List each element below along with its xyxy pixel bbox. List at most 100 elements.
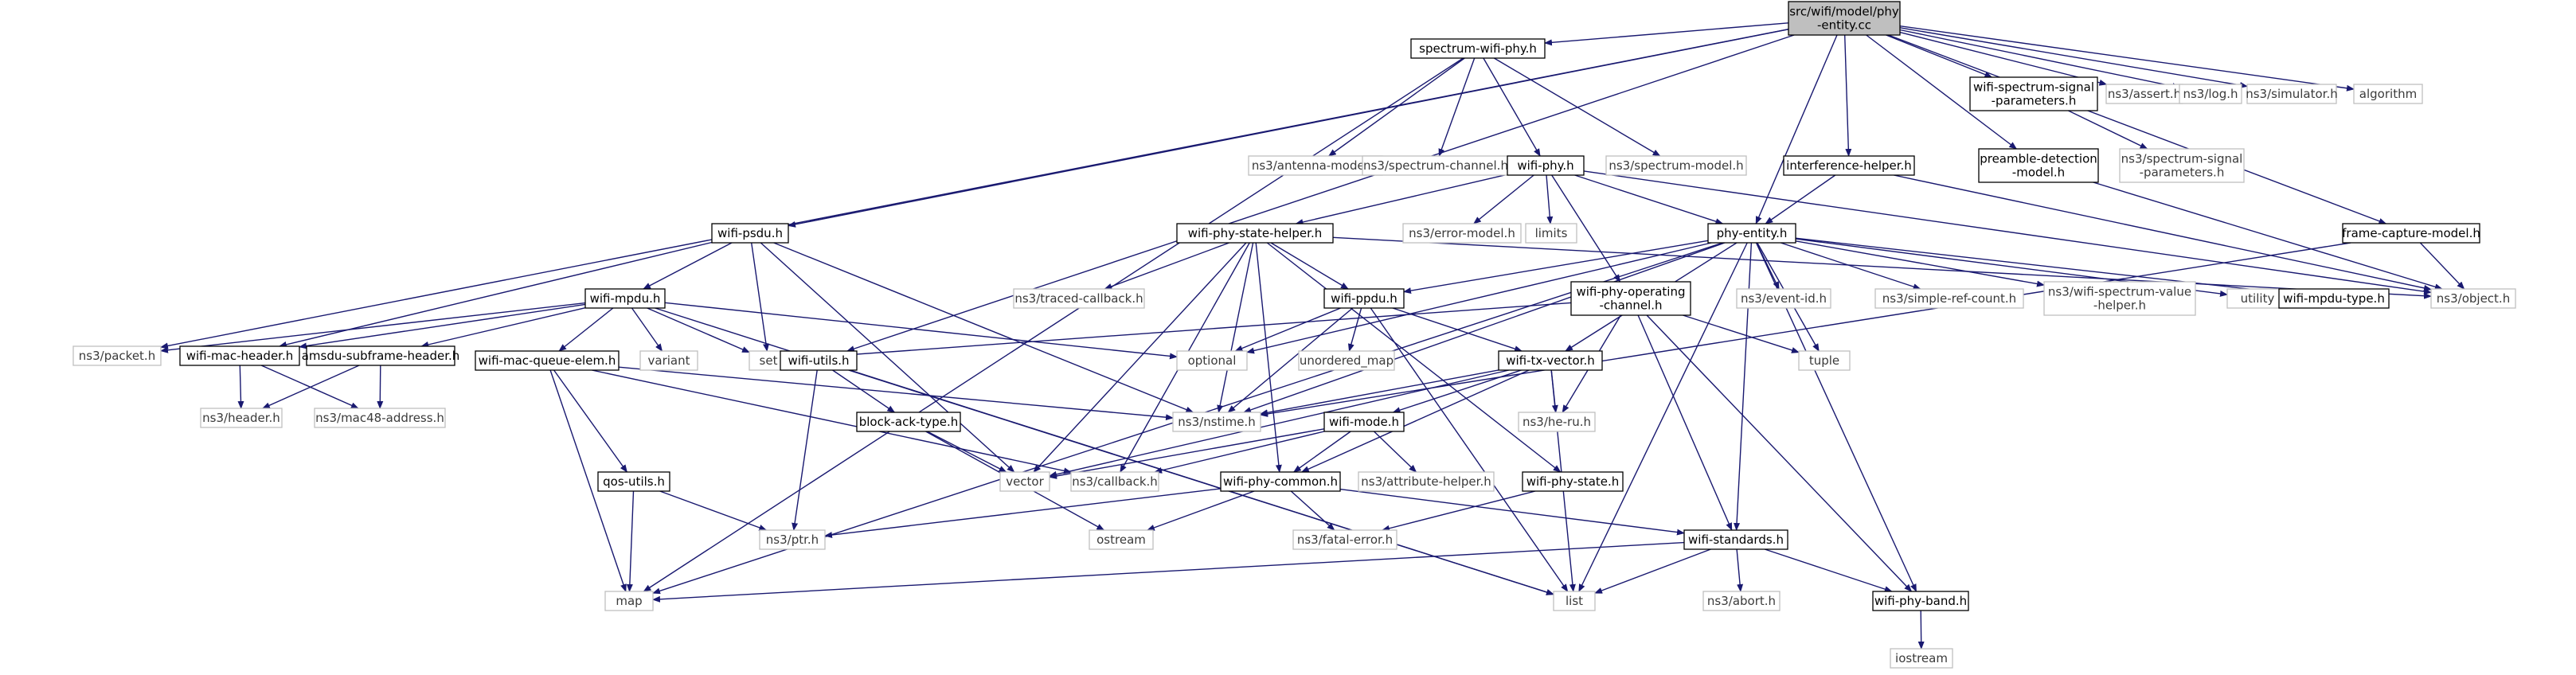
node-box — [1969, 76, 2098, 111]
node-spectrum-wifi-phy[interactable]: spectrum-wifi-phy.h — [1410, 38, 1546, 59]
edge-wifi_psdu-to-vector — [760, 242, 1015, 473]
edge-wifi_phy_state_helper-to-vector — [1033, 242, 1247, 473]
node-box — [856, 412, 961, 432]
node-box — [759, 529, 826, 550]
node-qos-utils[interactable]: qos-utils.h — [597, 471, 670, 492]
node-box — [475, 350, 620, 371]
edge-wifi_phy_state_helper-to-ns3_object — [1332, 236, 2432, 299]
node-block-ack-type[interactable]: block-ack-type.h — [856, 412, 961, 432]
node-ns3-object: ns3/object.h — [2430, 288, 2516, 309]
edge-wifi_mpdu-to-wifi_mac_queue_elem — [558, 307, 614, 352]
node-label: wifi-mac-queue-elem.h — [479, 353, 616, 368]
node-wifi-phy-operating-channel[interactable]: wifi-phy-operating-channel.h — [1570, 281, 1691, 316]
edge-wifi_ppdu-to-ns3_nstime — [1227, 307, 1354, 413]
edge-wifi_mac_queue_elem-to-ns3_nstime — [618, 366, 1174, 421]
edge-wifi_mac_queue_elem-to-ns3_callback — [592, 369, 1072, 474]
node-label: ns3/header.h — [202, 411, 280, 425]
node-box — [1702, 591, 1781, 611]
node-box — [1798, 350, 1851, 371]
edge-phy_entity-to-list — [1578, 242, 1748, 592]
node-label: ns3/log.h — [2183, 87, 2238, 101]
node-label: wifi-psdu.h — [717, 226, 783, 240]
node-ns3-abort: ns3/abort.h — [1702, 591, 1781, 611]
node-label: wifi-phy.h — [1517, 158, 1573, 173]
edge-qos_utils-to-ns3_ptr — [659, 490, 768, 531]
node-box — [2246, 84, 2337, 104]
node-box — [314, 408, 446, 428]
edge-qos_utils-to-map — [626, 490, 635, 592]
node-wifi-mpdu[interactable]: wifi-mpdu.h — [584, 288, 666, 309]
node-wifi-utils[interactable]: wifi-utils.h — [780, 350, 858, 371]
node-label: list — [1566, 594, 1583, 608]
node-amsdu-subframe-header[interactable]: amsdu-subframe-header.h — [302, 345, 460, 366]
edge-wifi_psdu-to-set — [751, 242, 769, 352]
node-wifi-phy-state[interactable]: wifi-phy-state.h — [1522, 471, 1624, 492]
node-label: variant — [648, 353, 690, 368]
node-box — [1176, 223, 1334, 244]
node-wifi-mac-header[interactable]: wifi-mac-header.h — [179, 345, 300, 366]
edge-spectrum_wifi_phy-to-ns3_spectrum_channel — [1438, 57, 1476, 157]
edge-wifi_mpdu-to-variant — [631, 307, 663, 352]
node-wifi-mpdu-type[interactable]: wifi-mpdu-type.h — [2278, 288, 2390, 309]
node-label: wifi-mpdu-type.h — [2283, 291, 2385, 306]
edge-root-to-spectrum_wifi_phy — [1544, 22, 1789, 46]
node-box — [1507, 155, 1585, 176]
node-label: wifi-phy-common.h — [1223, 474, 1338, 489]
node-wifi-phy-band[interactable]: wifi-phy-band.h — [1872, 591, 1969, 611]
node-limits: limits — [1525, 223, 1577, 244]
edge-wifi_mode-to-vector — [1049, 428, 1325, 479]
node-label: -channel.h — [1599, 298, 1662, 313]
edge-wifi_mac_queue_elem-to-qos_utils — [553, 369, 627, 473]
node-preamble-detection-model[interactable]: preamble-detection-model.h — [1978, 148, 2099, 183]
edge-phy_entity-to-optional — [1246, 242, 1712, 354]
node-box — [597, 471, 670, 492]
node-wifi-ppdu[interactable]: wifi-ppdu.h — [1323, 288, 1405, 309]
node-box — [1323, 288, 1405, 309]
node-box — [72, 345, 162, 366]
node-wifi-mac-queue-elem[interactable]: wifi-mac-queue-elem.h — [475, 350, 620, 371]
node-wifi-phy-common[interactable]: wifi-phy-common.h — [1220, 471, 1341, 492]
edge-wifi_ppdu-to-optional — [1234, 307, 1341, 352]
node-wifi-psdu[interactable]: wifi-psdu.h — [711, 223, 789, 244]
node-label: wifi-mode.h — [1329, 415, 1399, 429]
node-box — [2043, 281, 2196, 316]
node-wifi-standards[interactable]: wifi-standards.h — [1683, 529, 1788, 550]
edge-phy_entity-to-wifi_mpdu_type — [1795, 237, 2280, 295]
edge-wifi_phy_state_helper-to-wifi_ppdu — [1270, 242, 1349, 290]
node-wifi-phy[interactable]: wifi-phy.h — [1507, 155, 1585, 176]
edge-wifi_utils-to-list — [848, 369, 1554, 595]
node-box — [2430, 288, 2516, 309]
node-frame-capture-model[interactable]: frame-capture-model.h — [2342, 223, 2480, 244]
edge-phy_entity-to-ns3_nstime — [1243, 242, 1726, 413]
node-ns3-assert: ns3/assert.h — [2105, 84, 2183, 104]
node-wifi-phy-state-helper[interactable]: wifi-phy-state-helper.h — [1176, 223, 1334, 244]
node-box — [1683, 529, 1788, 550]
node-box — [1788, 1, 1901, 36]
node-box — [1176, 350, 1248, 371]
edge-wifi_standards-to-map — [652, 541, 1685, 603]
node-label: unordered_map — [1300, 353, 1394, 369]
node-ns3-spectrum-signal-params: ns3/spectrum-signal-parameters.h — [2119, 148, 2245, 183]
edge-phy_entity-to-wifi_ppdu — [1403, 240, 1709, 295]
node-box — [1070, 471, 1159, 492]
node-ns3-callback: ns3/callback.h — [1070, 471, 1159, 492]
node-box — [584, 288, 666, 309]
node-iostream: iostream — [1890, 648, 1953, 669]
node-wifi-spectrum-signal-params[interactable]: wifi-spectrum-signal-parameters.h — [1969, 76, 2098, 111]
edge-wifi_phy_operating_channel-to-set — [787, 302, 1572, 362]
node-ns3-error-model: ns3/error-model.h — [1402, 223, 1522, 244]
node-label: ostream — [1096, 533, 1146, 547]
node-phy-entity[interactable]: phy-entity.h — [1707, 223, 1796, 244]
node-root[interactable]: src/wifi/model/phy-entity.cc — [1788, 1, 1901, 36]
node-box — [1707, 223, 1796, 244]
node-wifi-mode[interactable]: wifi-mode.h — [1323, 412, 1405, 432]
node-label: ns3/abort.h — [1707, 594, 1776, 608]
node-box — [1292, 529, 1397, 550]
node-wifi-tx-vector[interactable]: wifi-tx-vector.h — [1498, 350, 1603, 371]
node-interference-helper[interactable]: interference-helper.h — [1783, 155, 1915, 176]
node-box — [1323, 412, 1405, 432]
node-label: wifi-phy-state-helper.h — [1188, 226, 1322, 240]
node-box — [1089, 529, 1154, 550]
node-label: ns3/antenna-model.h — [1252, 158, 1379, 173]
